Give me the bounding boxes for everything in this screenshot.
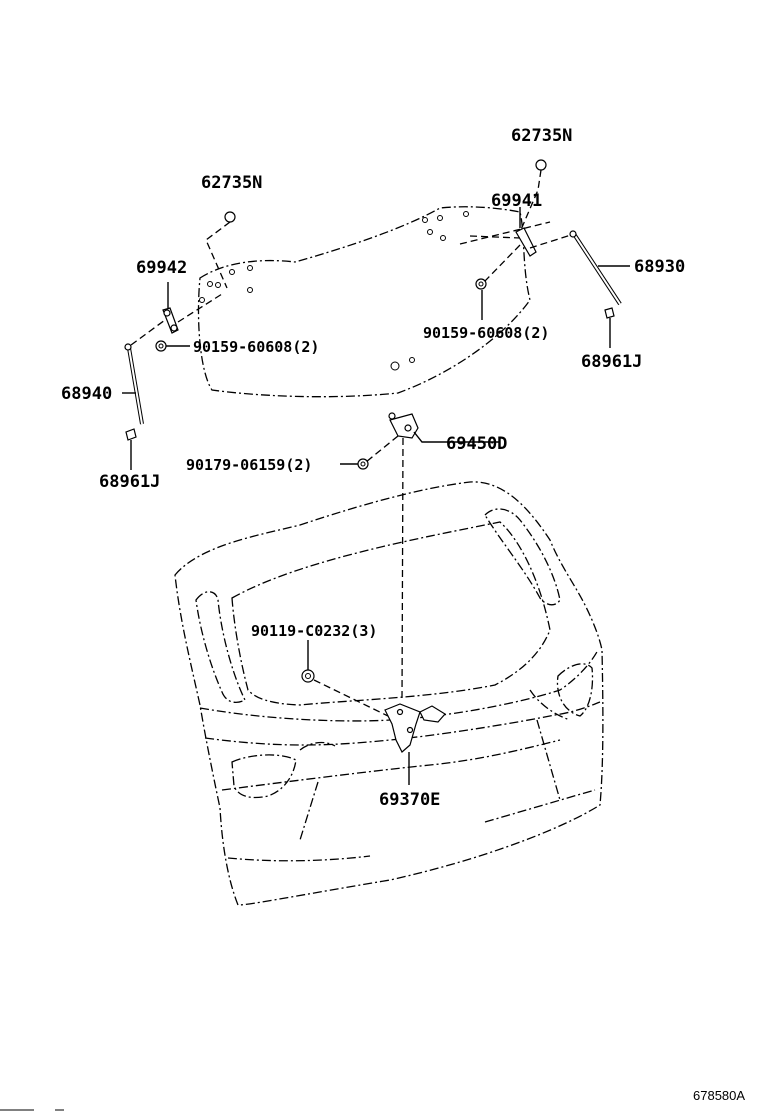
lock-assembly[interactable] <box>313 679 446 753</box>
label-bolt-left: 90159-60608(2) <box>193 338 319 356</box>
reference-code: 678580A <box>693 1088 745 1103</box>
bolt-left[interactable] <box>155 340 167 352</box>
label-bracket-right: 68961J <box>581 352 642 372</box>
cap-right[interactable] <box>519 159 547 233</box>
label-lock-bolt: 90119-C0232(3) <box>251 622 377 640</box>
bracket-left[interactable] <box>125 428 137 441</box>
label-lock-assembly: 69370E <box>379 790 440 810</box>
hinge-right[interactable] <box>459 221 551 283</box>
label-lock-striker: 69450D <box>446 434 507 454</box>
bolt-right[interactable] <box>475 278 487 290</box>
back-door-glass <box>197 206 531 398</box>
label-damper-right: 68930 <box>634 257 685 277</box>
label-bolt-right: 90159-60608(2) <box>423 324 549 342</box>
lock-bolt[interactable] <box>301 669 315 683</box>
label-hinge-left: 69942 <box>136 258 187 278</box>
glass-mount-holes <box>199 211 469 371</box>
label-bracket-left: 68961J <box>99 472 160 492</box>
label-hinge-right: 69941 <box>491 191 542 211</box>
damper-right[interactable] <box>529 230 622 306</box>
cap-left[interactable] <box>205 211 236 289</box>
bracket-right[interactable] <box>604 307 615 319</box>
damper-left[interactable] <box>124 319 166 425</box>
label-cap-right: 62735N <box>511 126 572 146</box>
label-cap-left: 62735N <box>201 173 262 193</box>
striker-bolt[interactable] <box>357 458 369 470</box>
leader-lock-striker <box>413 431 500 443</box>
lock-striker[interactable] <box>365 412 419 701</box>
hinge-left[interactable] <box>162 293 223 334</box>
label-striker-bolt: 90179-06159(2) <box>186 456 312 474</box>
back-door-panel <box>174 481 604 906</box>
label-damper-left: 68940 <box>61 384 112 404</box>
